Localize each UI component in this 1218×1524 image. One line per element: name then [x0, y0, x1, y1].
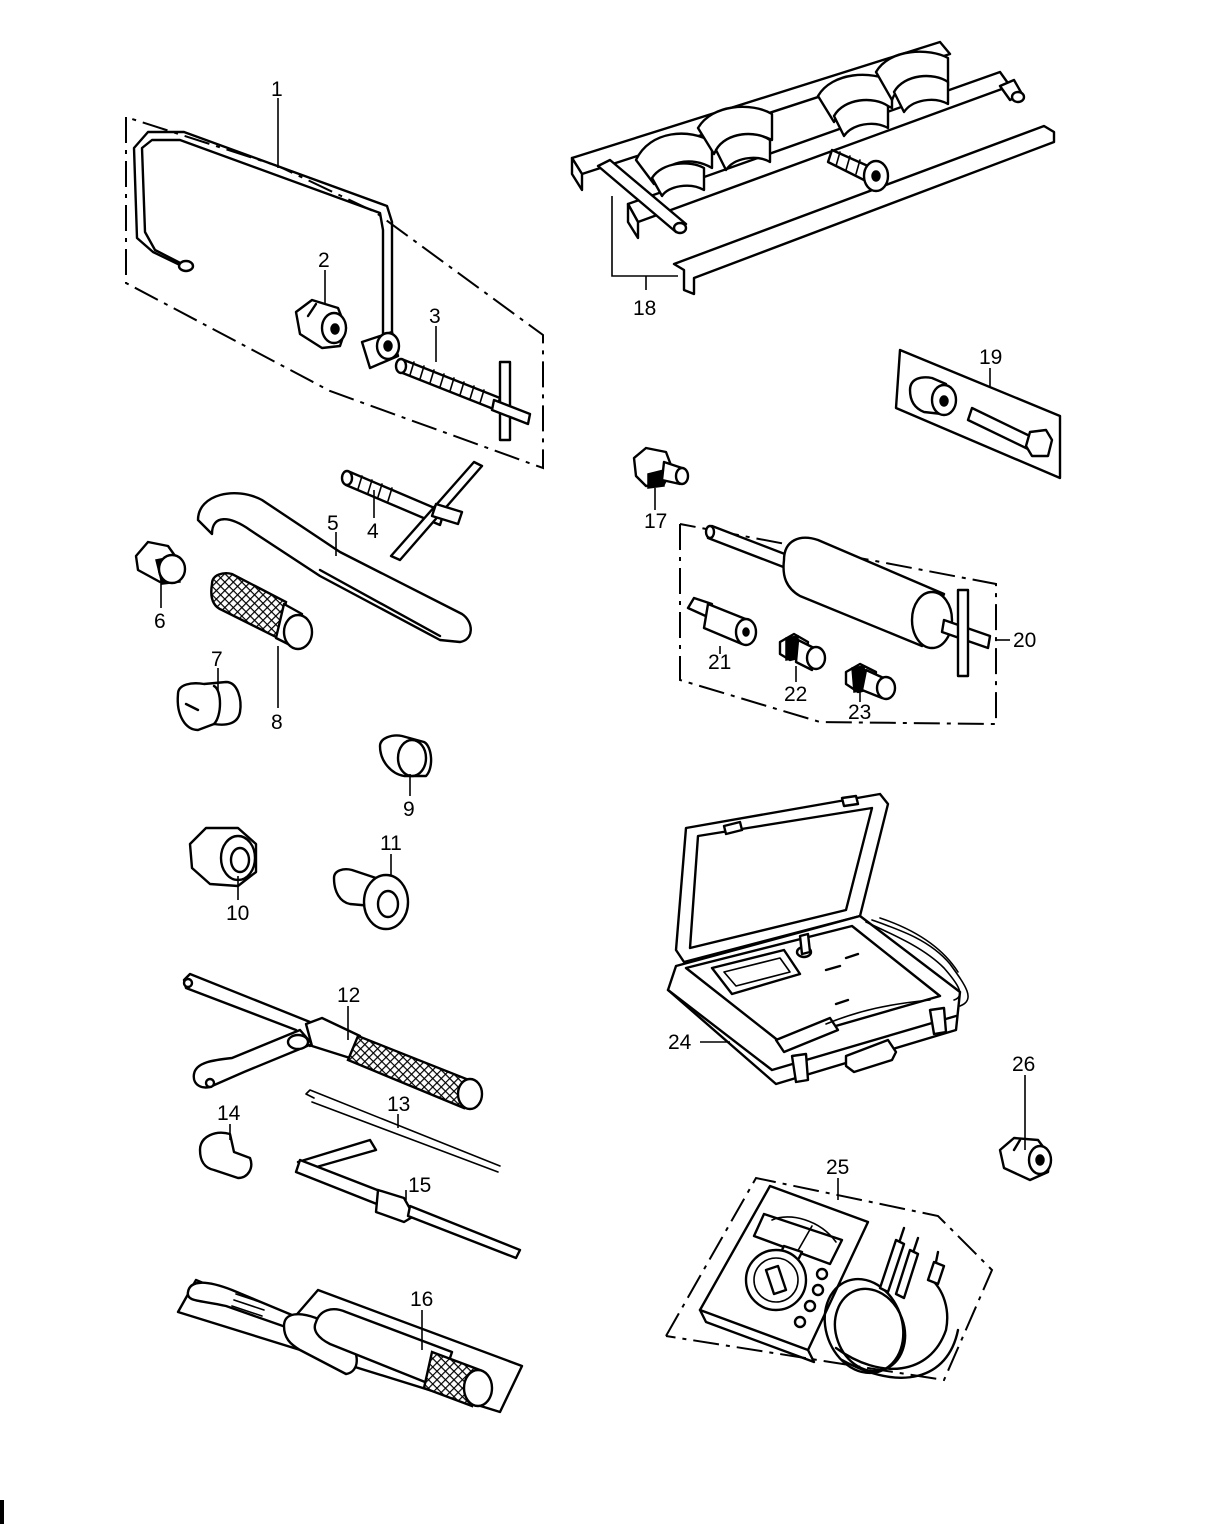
part-11-driver-attachment: [332, 868, 410, 931]
part-23-slide-hammer-adapter: [844, 662, 897, 701]
callout-3: 3: [429, 305, 441, 328]
callout-7: 7: [211, 648, 223, 671]
part-24-tester-in-carry-case: [666, 792, 969, 1086]
part-15-l-rod-tool: [294, 1138, 522, 1260]
callout-16: 16: [410, 1288, 433, 1311]
part-1-bearing-puller-set: [125, 116, 544, 470]
part-18-holding-fixture-rack: [570, 40, 1056, 296]
callout-10: 10: [226, 902, 249, 925]
part-22-slide-hammer-adapter: [778, 632, 827, 672]
callout-26: 26: [1012, 1053, 1035, 1076]
callout-15: 15: [408, 1174, 431, 1197]
callout-11: 11: [380, 832, 402, 855]
part-20-slide-hammer-set: [679, 523, 997, 726]
callout-19: 19: [979, 346, 1002, 369]
part-21-slide-hammer-adapter: [686, 596, 758, 647]
callout-4: 4: [367, 520, 379, 543]
part-8-knurled-handle: [210, 572, 314, 651]
callout-22: 22: [784, 683, 807, 706]
part-7-driver-attachment: [176, 680, 242, 732]
callout-8: 8: [271, 711, 283, 734]
part-4-t-handle-puller: [340, 460, 484, 562]
callout-18: 18: [633, 297, 656, 320]
callout-25: 25: [826, 1156, 849, 1179]
part-6-driver-adapter: [134, 540, 187, 585]
part-10-driver-attachment: [188, 826, 258, 888]
page-edge-mark: [0, 1500, 4, 1524]
part-16-handle-and-files-set: [176, 1278, 524, 1414]
part-26-adapter: [998, 1136, 1053, 1182]
callout-1: 1: [271, 78, 283, 101]
callout-20: 20: [1013, 629, 1036, 652]
callout-12: 12: [337, 984, 360, 1007]
callout-6: 6: [154, 610, 166, 633]
part-5-hook-spanner-wrench: [196, 492, 472, 644]
part-19-bolt-and-collar-set: [894, 348, 1062, 480]
callout-14: 14: [217, 1102, 241, 1125]
part-17-fitting-adapter: [632, 446, 690, 489]
callout-23: 23: [848, 701, 871, 724]
part-9-driver-attachment: [378, 734, 433, 778]
callout-24: 24: [668, 1031, 692, 1054]
callout-5: 5: [327, 512, 339, 535]
callout-13: 13: [387, 1093, 410, 1116]
callout-9: 9: [403, 798, 415, 821]
part-12-pliers-tool: [182, 972, 484, 1111]
part-25-multimeter-with-leads: [665, 1176, 994, 1382]
part-13-hook-pick: [305, 1089, 501, 1173]
callout-2: 2: [318, 249, 330, 272]
callout-labels: 1 2 3 4 5 6 7 8 9 10 11 12 13 14 15 16 1…: [154, 78, 1036, 1311]
callout-21: 21: [708, 651, 731, 674]
leader-lines: [160, 98, 1026, 1350]
callout-17: 17: [644, 510, 667, 533]
part-14-driver-attachment: [198, 1131, 253, 1180]
